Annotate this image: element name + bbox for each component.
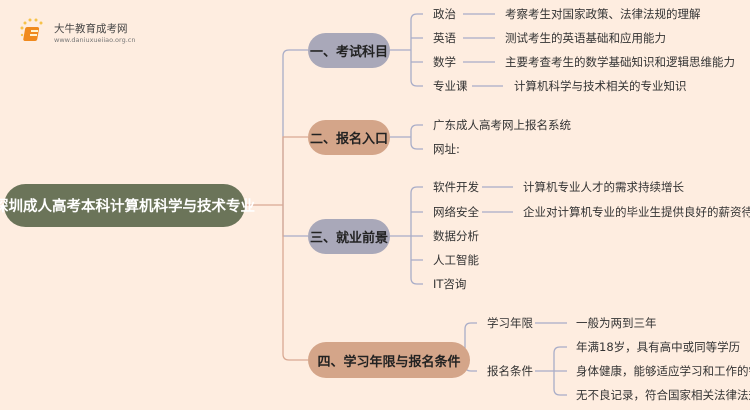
item-detail: 考察考生对国家政策、法律法规的理解 (505, 7, 701, 21)
root-node[interactable]: 深圳成人高考本科计算机科学与技术专业 (0, 184, 255, 227)
item-label: 数据分析 (433, 229, 479, 243)
logo: 大牛教育成考网 www.daniuxueiiao.org.cn (18, 18, 135, 46)
item-label: 广东成人高考网上报名系统 (433, 118, 571, 132)
item-detail: 主要考查考生的数学基础知识和逻辑思维能力 (505, 55, 735, 69)
node-duration-requirements[interactable]: 四、学习年限与报名条件 (308, 342, 470, 378)
item-label: 网址: (433, 142, 460, 156)
item-detail: 一般为两到三年 (576, 316, 657, 330)
item-label: 报名条件 (487, 364, 533, 378)
item-detail: 年满18岁，具有高中或同等学历 (576, 340, 741, 354)
item-label: 政治 (433, 7, 456, 21)
node-exam-subjects[interactable]: 一、考试科目 (308, 33, 390, 68)
logo-url: www.daniuxueiiao.org.cn (54, 35, 136, 44)
item-label: IT咨询 (433, 277, 467, 291)
item-detail: 企业对计算机专业的毕业生提供良好的薪资待遇 (523, 205, 750, 219)
item-detail: 无不良记录，符合国家相关法律法规 (576, 388, 750, 402)
item-detail: 计算机科学与技术相关的专业知识 (514, 79, 687, 93)
item-label: 软件开发 (433, 180, 479, 194)
item-label: 网络安全 (433, 205, 479, 219)
item-detail: 身体健康，能够适应学习和工作的需要 (576, 364, 750, 378)
item-detail: 计算机专业人才的需求持续增长 (523, 180, 684, 194)
node-career-prospects[interactable]: 三、就业前景 (308, 219, 390, 254)
node-registration-entry[interactable]: 二、报名入口 (308, 120, 390, 155)
item-label: 学习年限 (487, 316, 533, 330)
logo-name: 大牛教育成考网 (54, 22, 128, 35)
item-label: 专业课 (433, 79, 468, 93)
item-label: 人工智能 (433, 253, 479, 267)
item-detail: 测试考生的英语基础和应用能力 (505, 31, 666, 45)
book-icon (20, 18, 43, 41)
item-label: 英语 (433, 31, 456, 45)
item-label: 数学 (433, 55, 456, 69)
